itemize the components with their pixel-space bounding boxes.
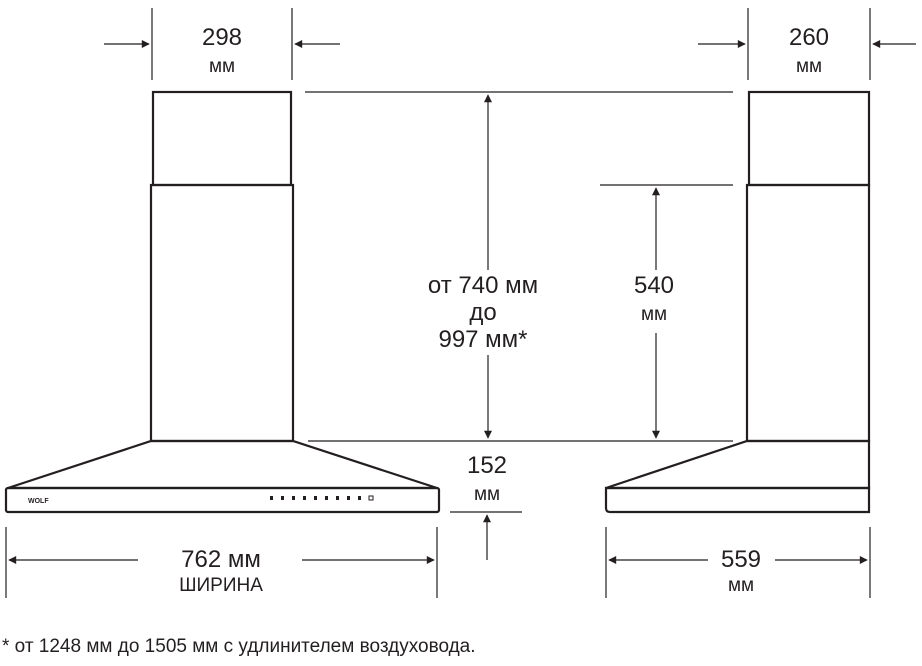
dim-762-value: 762 мм (181, 546, 261, 573)
dim-298-unit: мм (209, 56, 235, 77)
wolf-logo: WOLF (28, 498, 49, 505)
front-lower-chimney (149, 183, 295, 443)
footnote: * от 1248 мм до 1505 мм с удлинителем во… (2, 636, 476, 657)
dim-height-line2: до (469, 299, 496, 326)
front-canopy (7, 439, 438, 490)
dimension-lines (5, 8, 916, 598)
side-lower-chimney (745, 183, 871, 443)
dim-height-line1: от 740 мм (428, 272, 538, 299)
dim-152-unit: мм (474, 484, 500, 505)
side-canopy (605, 439, 871, 490)
dim-260-unit: мм (796, 56, 822, 77)
dim-540-value: 540 (634, 272, 674, 299)
side-upper-chimney (747, 90, 871, 187)
side-view (604, 90, 871, 514)
dim-559-unit: мм (728, 575, 754, 596)
dim-152-value: 152 (467, 452, 507, 479)
dim-height-line3: 997 мм* (438, 326, 527, 353)
dim-540-unit: мм (641, 304, 667, 325)
dim-762-caption: ШИРИНА (179, 575, 263, 596)
front-upper-chimney (151, 90, 293, 187)
dim-298-value: 298 (202, 24, 242, 51)
dim-559-value: 559 (721, 546, 761, 573)
control-buttons (270, 495, 374, 501)
front-control-panel (4, 486, 441, 514)
side-panel (604, 486, 871, 514)
front-view: WOLF (4, 90, 441, 514)
dim-260-value: 260 (789, 24, 829, 51)
